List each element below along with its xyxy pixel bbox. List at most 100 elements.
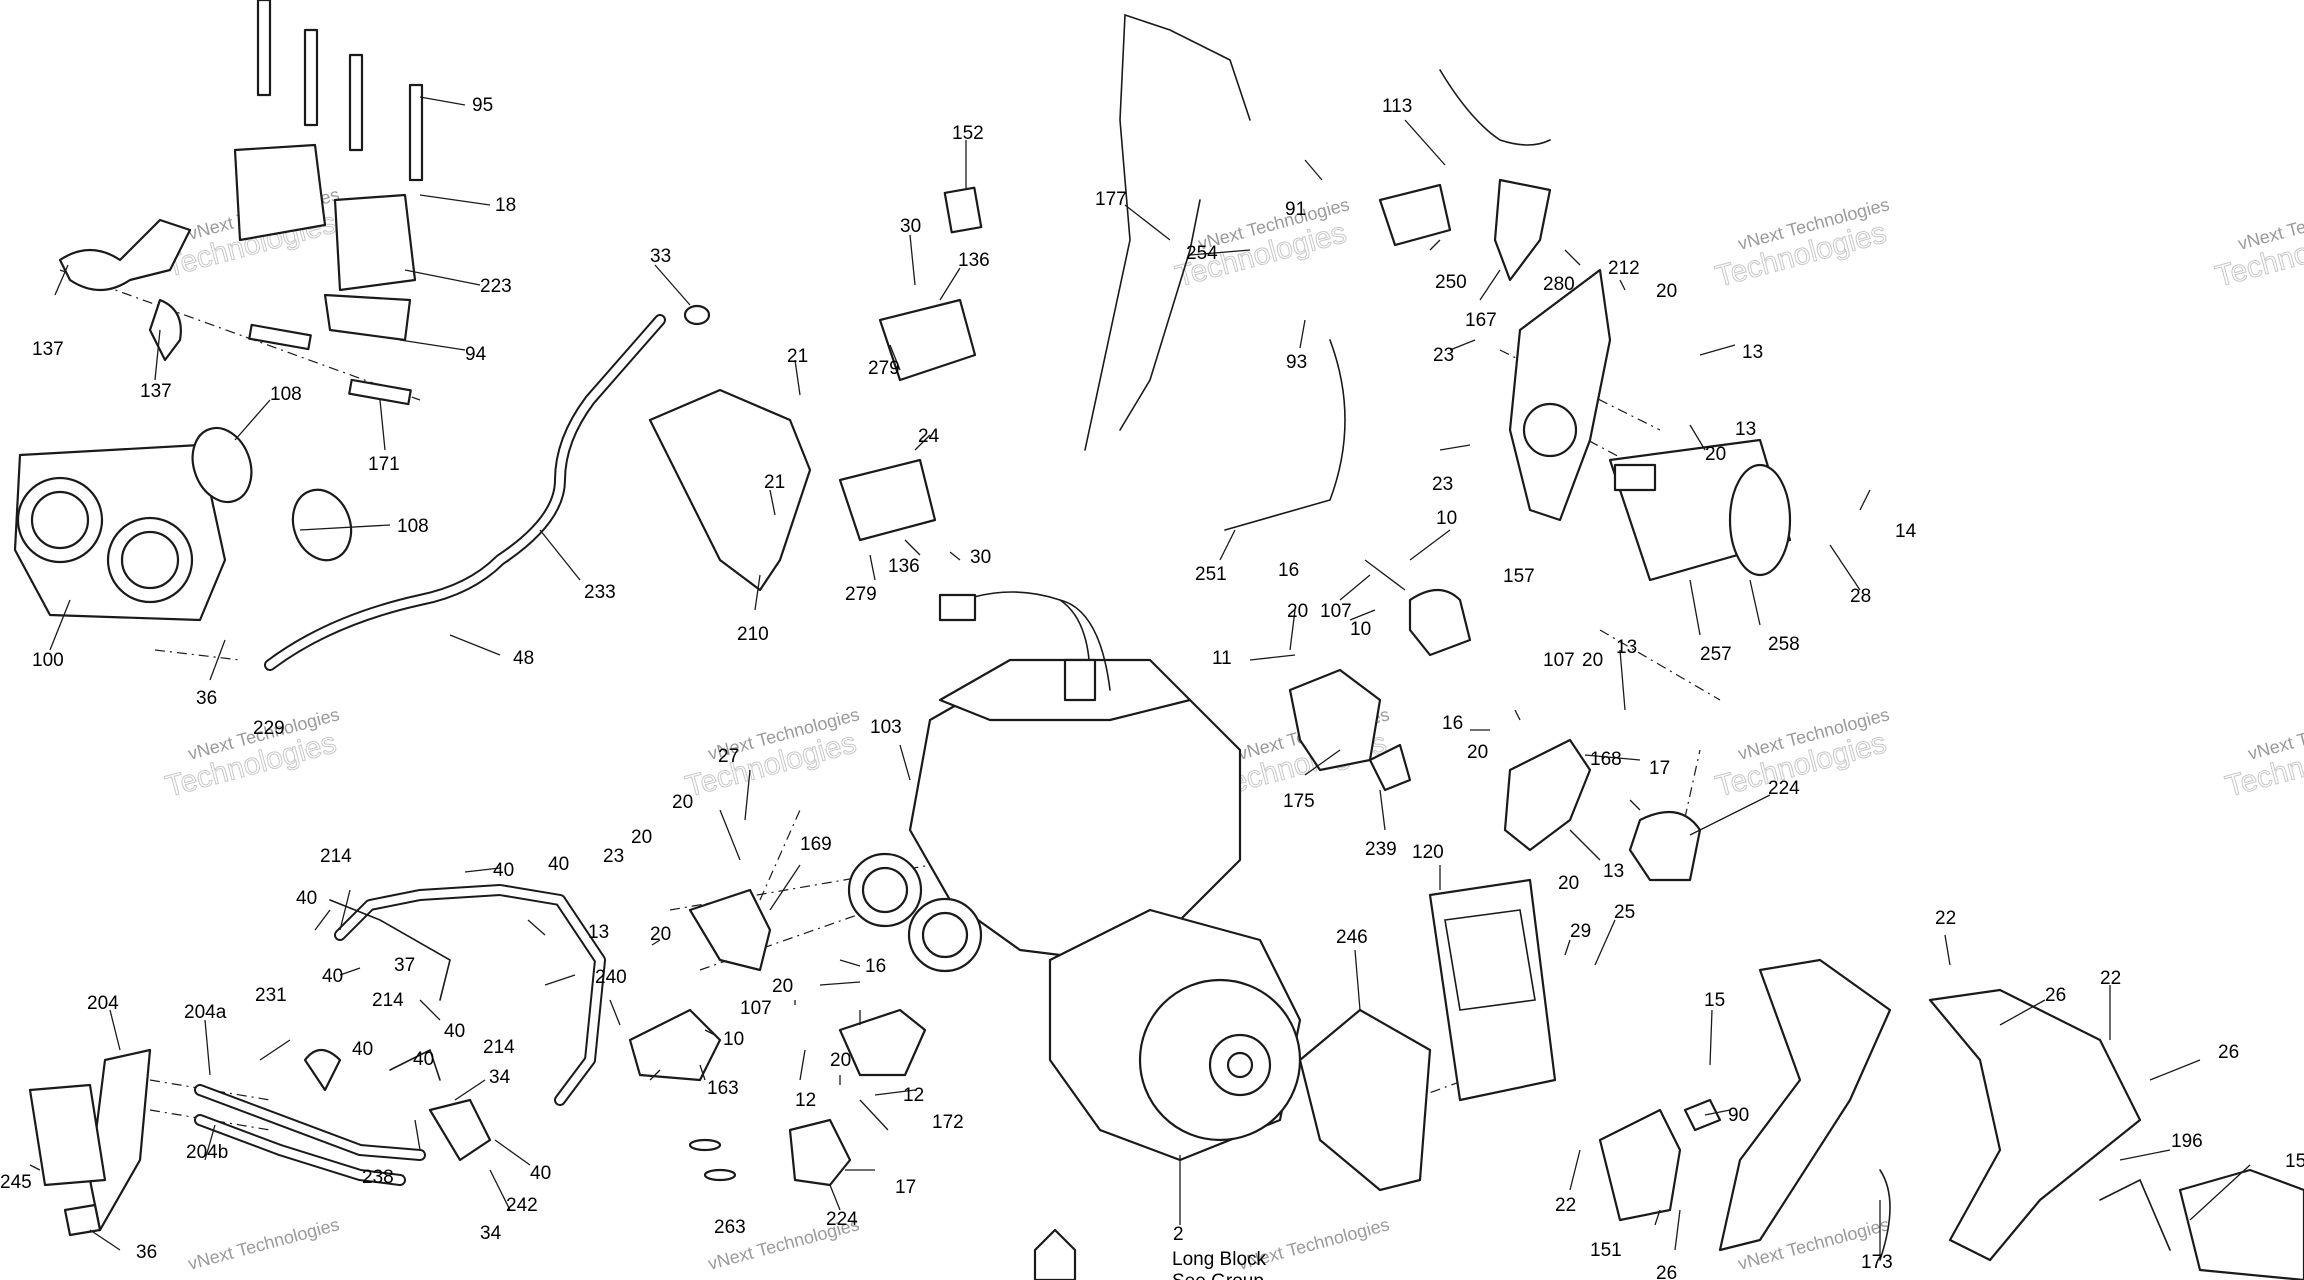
sensor <box>1408 588 1472 657</box>
throttle-body <box>13 443 227 622</box>
sensor <box>1378 183 1452 247</box>
callout-10: 10 <box>1436 508 1457 529</box>
callout-245: 245 <box>0 1172 32 1193</box>
callout-212: 212 <box>1608 258 1640 279</box>
cover <box>1928 988 2142 1262</box>
long-block-note: Long Block <box>1172 1249 1267 1270</box>
cable <box>1084 13 1251 451</box>
callout-93: 93 <box>1286 352 1307 373</box>
cover <box>2178 1168 2304 1280</box>
callout-168: 168 <box>1590 749 1622 770</box>
callout-34: 34 <box>489 1067 511 1088</box>
strap <box>2099 1178 2171 1251</box>
callout-240: 240 <box>595 967 627 988</box>
ignition-coil <box>838 458 937 542</box>
callout-23: 23 <box>1433 345 1454 366</box>
cable <box>1119 199 1201 431</box>
callout-173: 173 <box>1861 1252 1893 1273</box>
callout-16: 16 <box>1278 560 1299 581</box>
callout-107: 107 <box>1320 601 1352 622</box>
callout-210: 210 <box>737 624 769 645</box>
callout-204b: 204b <box>186 1142 228 1163</box>
callout-22: 22 <box>2100 968 2121 989</box>
callout-20: 20 <box>1705 444 1726 465</box>
callout-151: 151 <box>1590 1240 1622 1261</box>
callout-11: 11 <box>1212 648 1232 669</box>
ignition-coil <box>878 298 977 382</box>
callout-36: 36 <box>196 688 217 709</box>
clip <box>1683 1098 1722 1132</box>
callout-17: 17 <box>1649 758 1670 779</box>
callout-177: 177 <box>1095 189 1127 210</box>
harness <box>1439 69 1551 146</box>
callout-40: 40 <box>352 1039 373 1060</box>
callout-279: 279 <box>868 358 900 379</box>
callout-136: 136 <box>958 250 990 271</box>
callout-10: 10 <box>723 1029 744 1050</box>
callout-20: 20 <box>672 792 693 813</box>
long-block-note-sub: See Group <box>1172 1271 1264 1280</box>
callout-29: 29 <box>1570 921 1591 942</box>
callout-94: 94 <box>465 344 487 365</box>
callout-34: 34 <box>480 1223 502 1244</box>
callout-257: 257 <box>1700 644 1732 665</box>
callout-23: 23 <box>603 846 624 867</box>
callout-239: 239 <box>1365 839 1397 860</box>
hose-clamp <box>291 488 353 562</box>
callout-171: 171 <box>368 454 400 475</box>
bracket <box>648 388 812 592</box>
callout-223: 223 <box>480 276 512 297</box>
clip <box>63 1203 102 1237</box>
callout-40: 40 <box>530 1163 551 1184</box>
callout-22: 22 <box>1555 1195 1576 1216</box>
callout-16: 16 <box>865 956 886 977</box>
callout-107: 107 <box>1543 650 1575 671</box>
parts-artwork <box>13 0 2304 1280</box>
hose-clamp <box>191 426 253 504</box>
starter-motor <box>1608 438 1792 582</box>
callout-136: 136 <box>888 556 920 577</box>
callout-20: 20 <box>1287 601 1308 622</box>
callout-12: 12 <box>795 1090 816 1111</box>
callout-280: 280 <box>1543 274 1575 295</box>
callout-246: 246 <box>1336 927 1368 948</box>
callout-20: 20 <box>1582 650 1603 671</box>
callout-242: 242 <box>506 1195 538 1216</box>
o-ring <box>688 1138 722 1152</box>
callout-113: 113 <box>1382 96 1412 117</box>
hose-clip <box>303 1048 342 1092</box>
callout-163: 163 <box>707 1078 739 1099</box>
cover <box>1718 958 1892 1252</box>
leader-lines <box>29 96 2251 1255</box>
callout-258: 258 <box>1768 634 1800 655</box>
callout-224: 224 <box>1768 778 1800 799</box>
callout-40: 40 <box>548 854 569 875</box>
bracket <box>688 888 772 972</box>
callout-17: 17 <box>895 1177 916 1198</box>
callout-21: 21 <box>764 472 785 493</box>
callout-20: 20 <box>650 924 671 945</box>
bracket <box>838 1008 927 1077</box>
callout-103: 103 <box>870 717 902 738</box>
callout-30: 30 <box>900 216 921 237</box>
callout-229: 229 <box>253 718 285 739</box>
plug <box>683 304 711 326</box>
callout-20: 20 <box>1656 281 1677 302</box>
callout-16: 16 <box>1442 713 1463 734</box>
callout-172: 172 <box>932 1112 964 1133</box>
callout-36: 36 <box>136 1242 157 1263</box>
callout-254: 254 <box>1186 243 1218 264</box>
callout-175: 175 <box>1283 791 1315 812</box>
callout-40: 40 <box>413 1049 434 1070</box>
callout-labels: 95 18 223 94 137 137 171 108 108 100 36 … <box>0 95 2304 1280</box>
callout-12: 12 <box>903 1085 924 1106</box>
callout-24: 24 <box>918 426 940 447</box>
callout-26: 26 <box>1656 1263 1677 1280</box>
callout-120: 120 <box>1412 842 1444 863</box>
callout-224: 224 <box>826 1209 858 1230</box>
callout-10: 10 <box>1350 619 1371 640</box>
strap <box>1879 1169 1891 1261</box>
callout-37: 37 <box>394 955 415 976</box>
callout-167: 167 <box>1465 310 1497 331</box>
